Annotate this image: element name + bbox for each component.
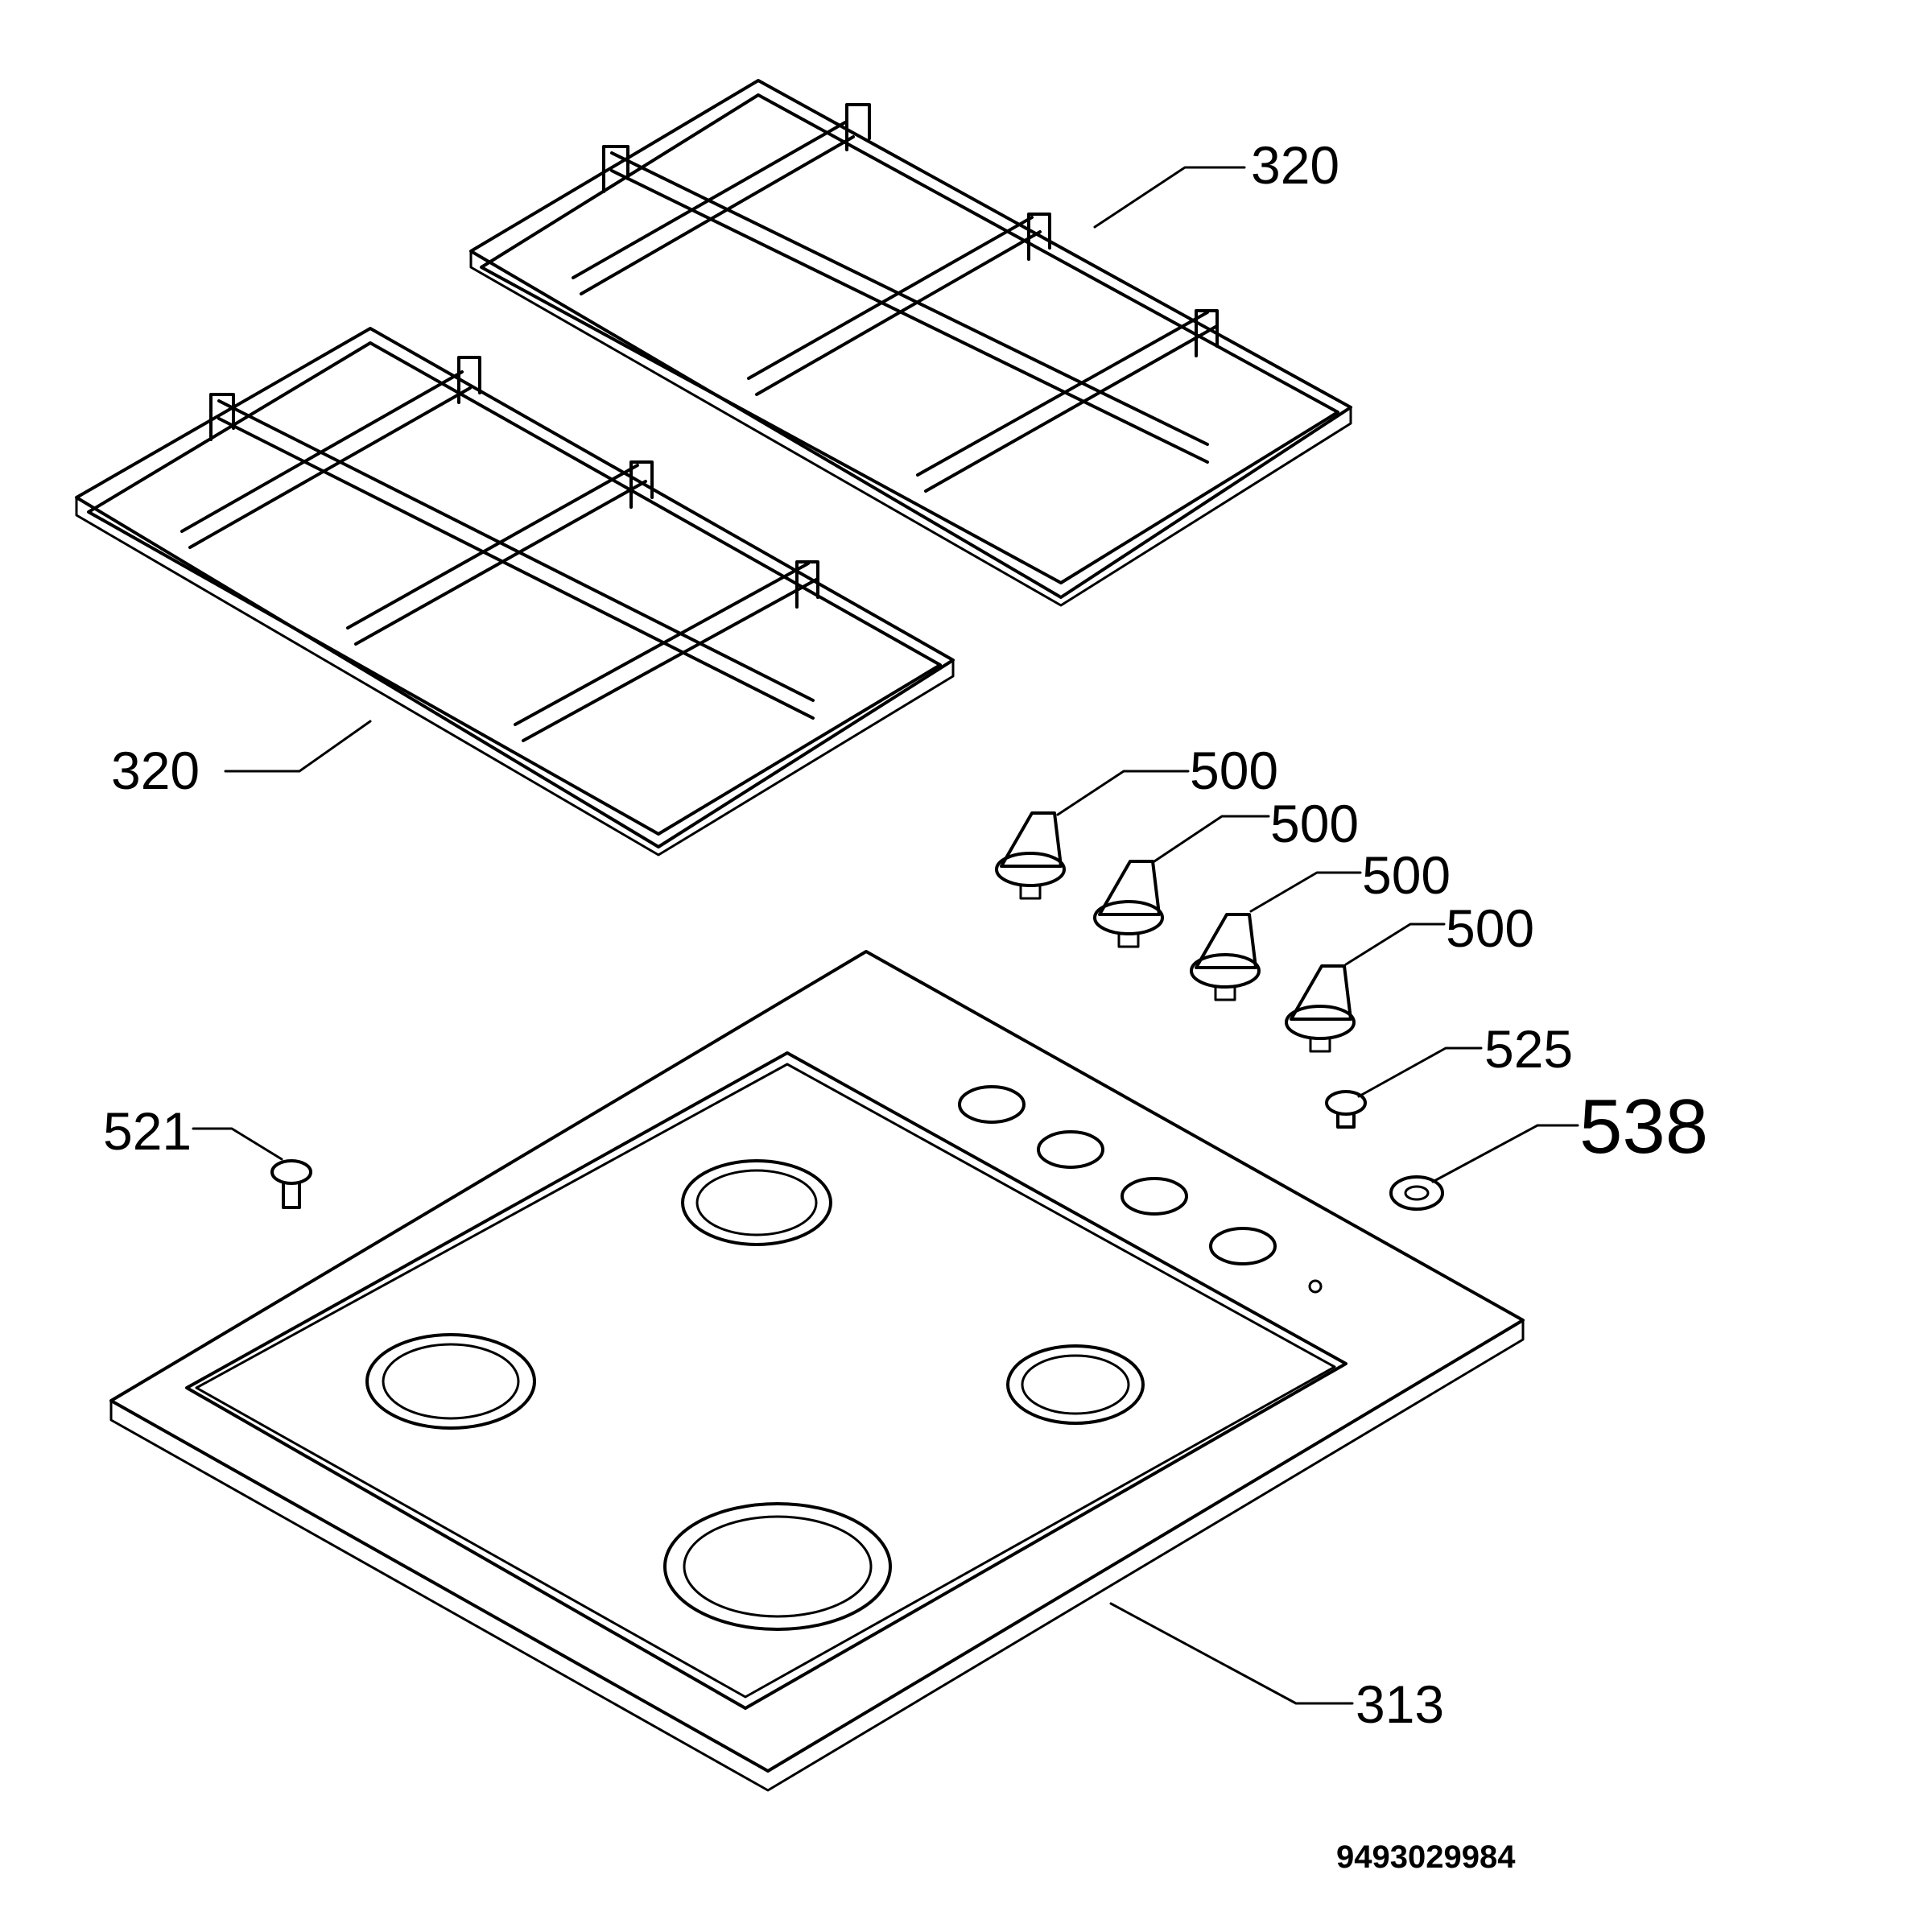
knob-500-1 bbox=[995, 811, 1066, 900]
label-521: 521 bbox=[103, 1101, 192, 1161]
burner-left bbox=[365, 1333, 536, 1430]
label-525: 525 bbox=[1484, 1019, 1573, 1079]
burner-bottom bbox=[663, 1502, 892, 1631]
leader-lines bbox=[192, 166, 1579, 1705]
pan-support-top bbox=[469, 79, 1352, 607]
label-500-1: 500 bbox=[1190, 741, 1278, 800]
part-538 bbox=[1389, 1175, 1444, 1211]
knob-500-2 bbox=[1093, 860, 1164, 948]
label-500-4: 500 bbox=[1446, 898, 1534, 958]
burner-top bbox=[681, 1159, 832, 1246]
part-521 bbox=[270, 1159, 312, 1209]
label-500-3: 500 bbox=[1362, 845, 1451, 905]
drawing-number: 9493029984 bbox=[1336, 1839, 1516, 1875]
label-500-2: 500 bbox=[1270, 794, 1359, 853]
knob-500-3 bbox=[1190, 913, 1261, 1001]
burner-right bbox=[1006, 1344, 1145, 1425]
label-313: 313 bbox=[1356, 1674, 1444, 1734]
pan-support-bottom bbox=[75, 327, 955, 857]
label-320-bottom: 320 bbox=[111, 741, 200, 800]
knob-500-4 bbox=[1285, 964, 1356, 1053]
hob-panel bbox=[109, 950, 1525, 1792]
part-525 bbox=[1325, 1090, 1367, 1129]
label-538: 538 bbox=[1579, 1084, 1708, 1170]
label-320-top: 320 bbox=[1251, 135, 1339, 195]
